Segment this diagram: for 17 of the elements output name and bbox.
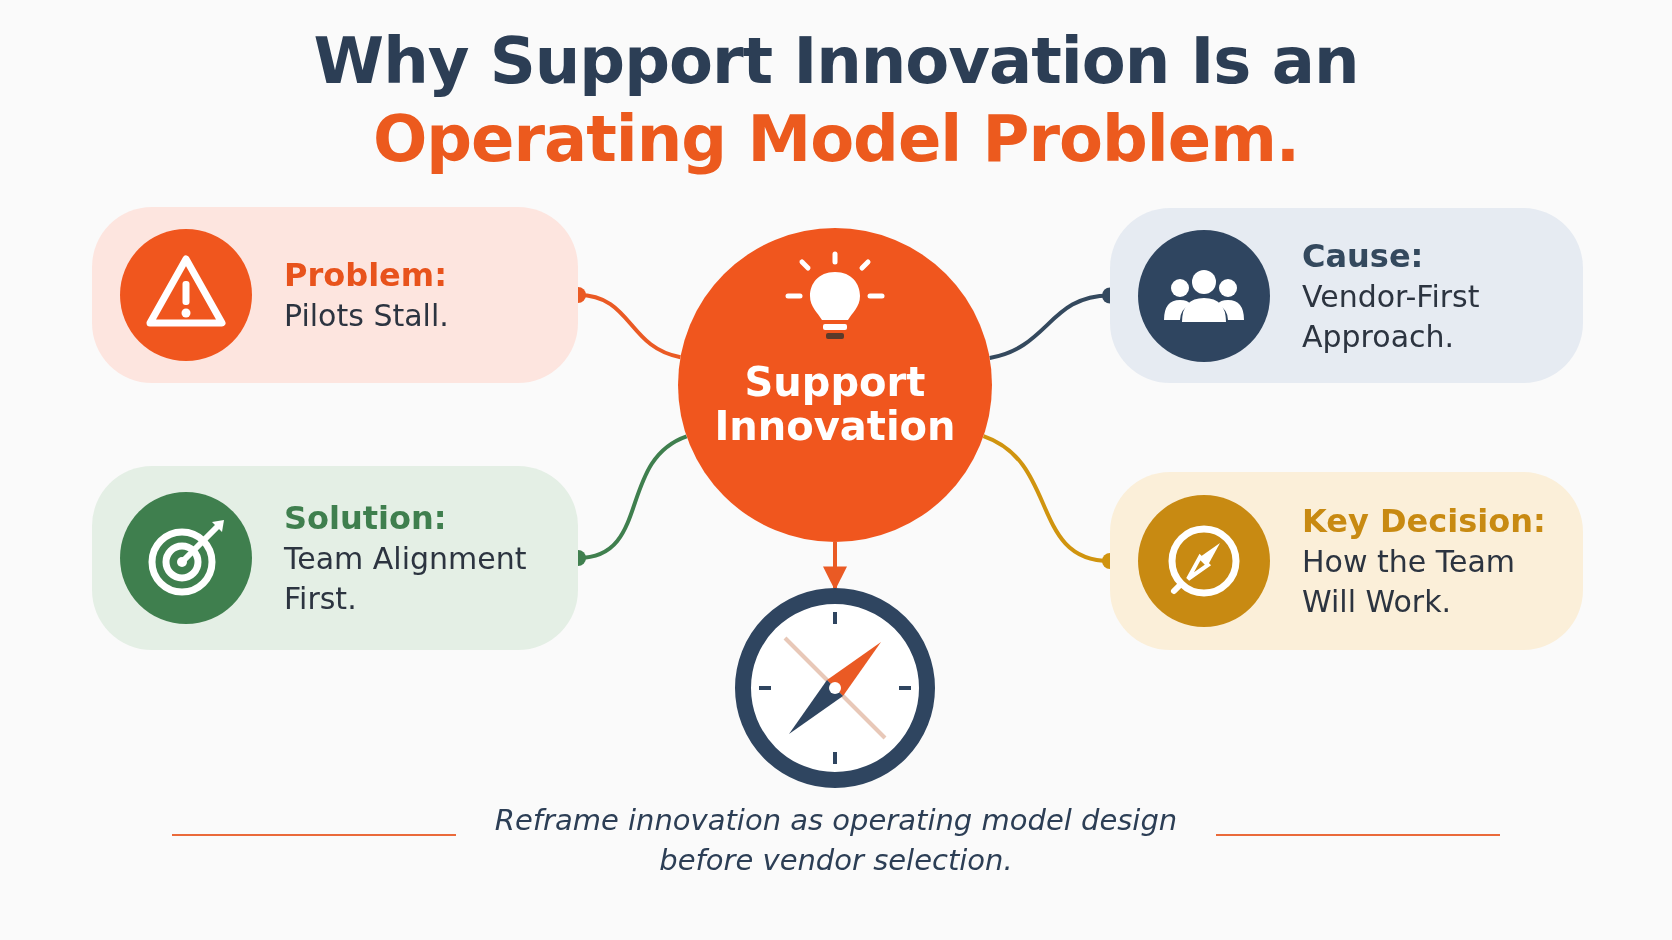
info-card	[1110, 472, 1583, 650]
info-card	[92, 466, 578, 650]
card-text: Team Alignment First.	[284, 540, 528, 618]
info-card	[92, 207, 578, 383]
info-card	[1110, 208, 1583, 383]
card-heading: Problem:	[284, 255, 448, 296]
card-heading: Key Decision:	[1302, 501, 1547, 542]
card-text: How the Team Will Work.	[1302, 543, 1517, 621]
card-heading: Solution:	[284, 498, 448, 539]
compass-drawing	[735, 588, 935, 788]
connector	[823, 542, 847, 591]
card-text: Pilots Stall.	[284, 297, 450, 335]
caption: Reframe innovation as operating model design before vendor selection.	[493, 802, 1179, 879]
card-text: Vendor-First Approach.	[1302, 277, 1481, 356]
title: Why Support Innovation Is an Operating Model Problem.	[312, 23, 1360, 178]
card-heading: Cause:	[1302, 235, 1425, 277]
hub-label: Support Innovation	[713, 360, 957, 448]
